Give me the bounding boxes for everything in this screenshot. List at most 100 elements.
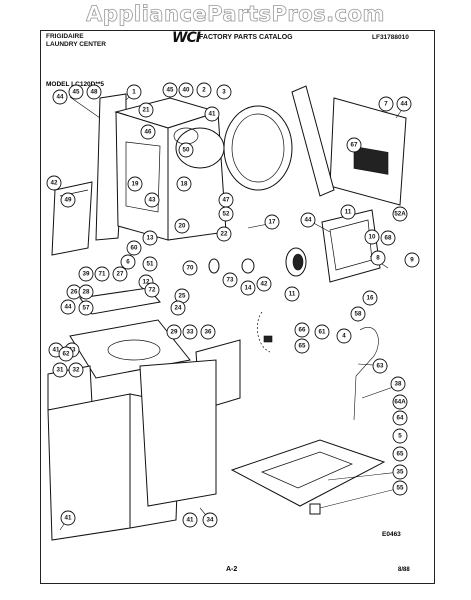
callout-64: 64 <box>392 410 408 426</box>
callout-14: 14 <box>240 280 256 296</box>
callout-circle <box>142 230 158 246</box>
callout-circle <box>127 176 143 192</box>
callout-circle <box>52 89 68 105</box>
callout-circle <box>372 358 388 374</box>
callout-66: 66 <box>294 322 310 338</box>
callout-6: 6 <box>120 254 136 270</box>
callout-42: 42 <box>256 276 272 292</box>
callout-label: 42 <box>51 180 58 187</box>
callout-36: 36 <box>200 324 216 340</box>
callout-44: 44 <box>396 96 412 112</box>
callout-circle <box>392 464 408 480</box>
callout-label: 22 <box>221 231 228 238</box>
callout-label: 35 <box>397 469 404 476</box>
callout-label: 52 <box>223 211 230 218</box>
callout-circle <box>396 96 412 112</box>
callout-9: 9 <box>404 252 420 268</box>
washer-cabinet-back <box>139 359 217 507</box>
callout-label: 1 <box>132 89 136 96</box>
callout-label: 51 <box>147 261 154 268</box>
catalog-title: FACTORY PARTS CATALOG <box>199 34 293 41</box>
callout-circle <box>58 346 74 362</box>
callout-circle <box>378 96 394 112</box>
callout-label: 41 <box>187 517 194 524</box>
callout-41: 41 <box>204 106 220 122</box>
callout-44: 44 <box>300 212 316 228</box>
callout-label: 65 <box>299 343 306 350</box>
callout-label: 14 <box>245 285 252 292</box>
callout-7: 7 <box>378 96 394 112</box>
callout-57: 57 <box>78 300 94 316</box>
callout-label: 61 <box>319 329 326 336</box>
callout-label: 50 <box>183 147 190 154</box>
callout-label: 25 <box>179 293 186 300</box>
callout-label: 5 <box>398 433 402 440</box>
callout-63: 63 <box>372 358 388 374</box>
catalog-logo: WCI <box>172 30 201 46</box>
callout-label: 11 <box>289 291 296 298</box>
callout-circle <box>392 394 408 410</box>
callout-circle <box>162 82 178 98</box>
callout-67: 67 <box>346 137 362 153</box>
product-line-label: LAUNDRY CENTER <box>46 41 106 48</box>
callout-label: 46 <box>145 129 152 136</box>
callout-label: 24 <box>175 305 182 312</box>
callout-circle <box>60 192 76 208</box>
callout-label: 8 <box>376 255 380 262</box>
callout-circle <box>392 410 408 426</box>
callout-31: 31 <box>52 362 68 378</box>
callout-label: 41 <box>209 111 216 118</box>
callout-11: 11 <box>284 286 300 302</box>
callout-label: 41 <box>53 347 60 354</box>
callout-label: 49 <box>65 197 72 204</box>
callout-62: 62 <box>58 346 74 362</box>
callout-circle <box>346 137 362 153</box>
callout-circle <box>350 306 366 322</box>
heater-assembly <box>321 209 381 283</box>
exhaust-duct <box>291 85 335 197</box>
callout-circle <box>392 206 408 222</box>
callout-label: 40 <box>183 87 190 94</box>
callout-label: 27 <box>117 271 124 278</box>
callout-10: 10 <box>364 229 380 245</box>
callout-61: 61 <box>314 324 330 340</box>
callout-circle <box>144 282 160 298</box>
callout-label: 45 <box>73 89 80 96</box>
callout-41: 41 <box>182 512 198 528</box>
callout-label: 44 <box>401 101 408 108</box>
washer-top <box>69 319 191 379</box>
callout-circle <box>170 300 186 316</box>
drawing-code: E0463 <box>382 531 401 538</box>
callout-label: 58 <box>355 311 362 318</box>
diagram-frame <box>40 30 435 584</box>
callout-4: 4 <box>336 328 352 344</box>
callout-51: 51 <box>142 256 158 272</box>
callout-circle <box>216 226 232 242</box>
callout-1: 1 <box>126 84 142 100</box>
callout-label: 72 <box>149 287 156 294</box>
callout-35: 35 <box>392 464 408 480</box>
callout-label: 31 <box>57 367 64 374</box>
callout-40: 40 <box>178 82 194 98</box>
callout-circle <box>380 230 396 246</box>
callout-circle <box>68 84 84 100</box>
callout-circle <box>166 324 182 340</box>
callout-circle <box>182 260 198 276</box>
callout-label: 13 <box>147 235 154 242</box>
callout-39: 39 <box>78 266 94 282</box>
callout-70: 70 <box>182 260 198 276</box>
callout-label: 70 <box>187 265 194 272</box>
callout-circle <box>182 512 198 528</box>
callout-circle <box>142 256 158 272</box>
callout-circle <box>204 106 220 122</box>
callout-circle <box>202 512 218 528</box>
callout-circle <box>294 338 310 354</box>
callout-label: 45 <box>167 87 174 94</box>
callout-21: 21 <box>138 102 154 118</box>
motor-pulley <box>241 258 255 274</box>
callout-13: 13 <box>142 230 158 246</box>
callout-circle <box>264 214 280 230</box>
callout-circle <box>240 280 256 296</box>
callout-55: 55 <box>392 480 408 496</box>
